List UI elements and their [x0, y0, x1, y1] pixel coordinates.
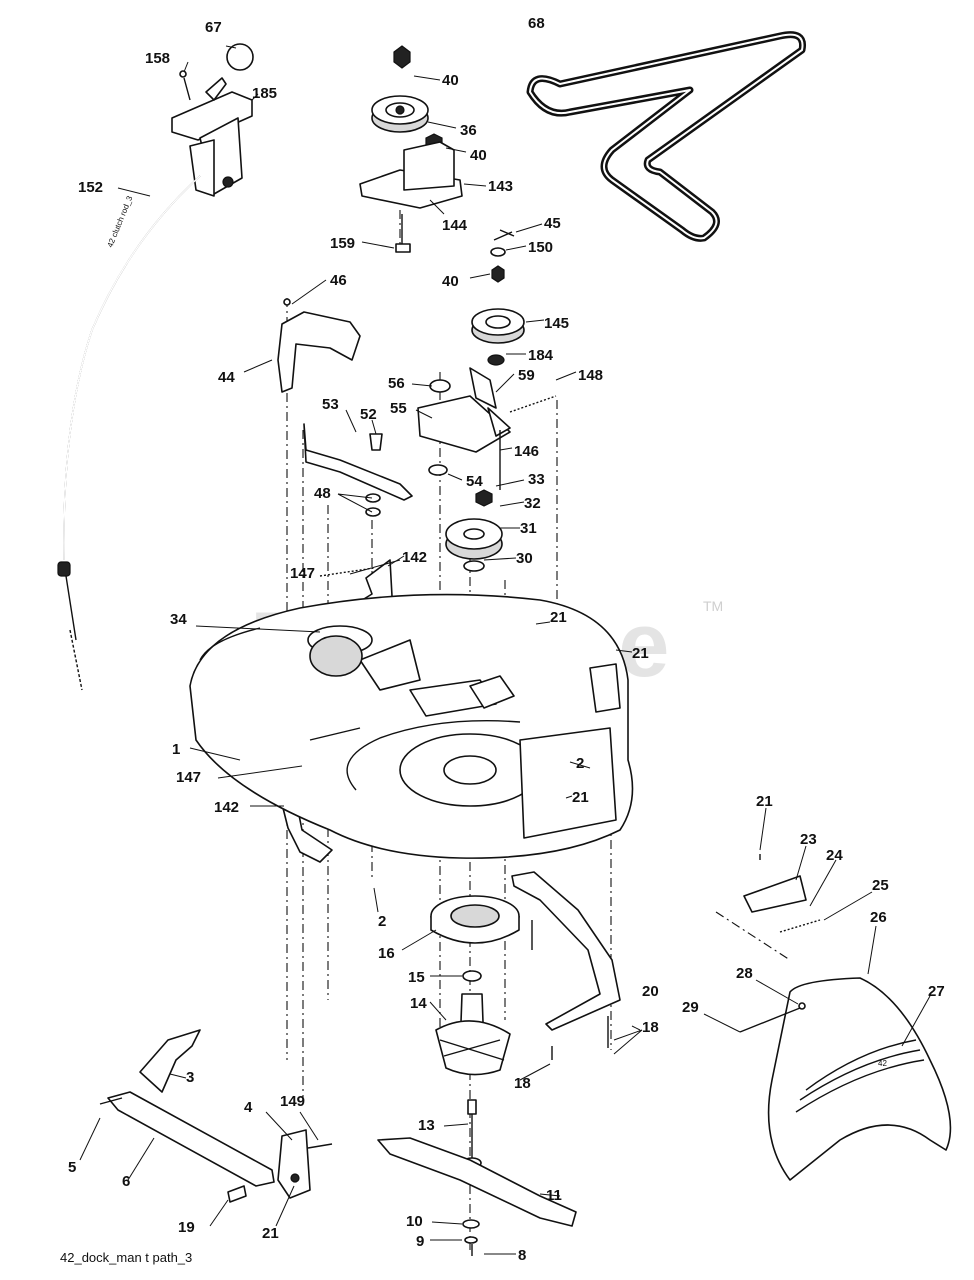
callout-3: 3: [186, 1069, 194, 1086]
callout-14: 14: [410, 995, 427, 1012]
callout-184: 184: [528, 347, 554, 364]
callout-24: 24: [826, 847, 843, 864]
discharge-chute-assembly: 42: [739, 854, 952, 1181]
deck-support-links: [99, 1029, 333, 1203]
callout-9: 9: [416, 1233, 424, 1250]
callout-4: 4: [244, 1099, 253, 1116]
diagram-caption: 42_dock_man t path_3: [60, 1250, 192, 1265]
clutch-lever-assembly: [171, 43, 254, 197]
callout-68: 68: [528, 15, 545, 32]
callout-25: 25: [872, 877, 889, 894]
callout-33: 33: [528, 471, 545, 488]
callout-56: 56: [388, 375, 405, 392]
blade: [377, 1137, 577, 1256]
callout-48: 48: [314, 485, 331, 502]
callout-27: 27: [928, 983, 945, 1000]
callout-55: 55: [390, 400, 407, 417]
callout-18b: 18: [642, 1019, 659, 1036]
watermark-trademark: TM: [703, 598, 723, 614]
callout-54: 54: [466, 473, 483, 490]
callout-158: 158: [145, 50, 170, 67]
callout-148: 148: [578, 367, 603, 384]
callout-142a: 142: [402, 549, 427, 566]
callout-8: 8: [518, 1247, 526, 1264]
callout-34: 34: [170, 611, 187, 628]
callout-5: 5: [68, 1159, 76, 1176]
callout-2b: 2: [378, 913, 386, 930]
callout-28: 28: [736, 965, 753, 982]
lower-idler-assembly: [417, 229, 525, 507]
callout-52: 52: [360, 406, 377, 423]
callout-143: 143: [488, 178, 513, 195]
callout-147a: 147: [290, 565, 315, 582]
callout-59: 59: [518, 367, 535, 384]
callout-15: 15: [408, 969, 425, 986]
callout-11: 11: [546, 1187, 562, 1204]
callout-21a: 21: [550, 609, 567, 626]
leader-lines: [79, 45, 931, 1255]
callout-31: 31: [520, 520, 537, 537]
callout-21c: 21: [572, 789, 589, 806]
callout-10: 10: [406, 1213, 423, 1230]
callout-40a: 40: [442, 72, 459, 89]
callout-146: 146: [514, 443, 539, 460]
callout-32: 32: [524, 495, 541, 512]
callout-29: 29: [682, 999, 699, 1016]
callout-142b: 142: [214, 799, 239, 816]
cable-print: 42 clutch rod_3: [106, 194, 135, 249]
callout-16: 16: [378, 945, 395, 962]
callout-144: 144: [442, 217, 468, 234]
callout-150: 150: [528, 239, 553, 256]
callout-21d: 21: [262, 1225, 279, 1242]
callout-19: 19: [178, 1219, 195, 1236]
callout-21e: 21: [756, 793, 773, 810]
callout-13: 13: [418, 1117, 435, 1134]
callout-40b: 40: [470, 147, 487, 164]
spring-148: [509, 395, 557, 413]
callout-149: 149: [280, 1093, 305, 1110]
callout-labels: 67 158 185 152 40 36 40 143 144 159 68 4…: [68, 15, 945, 1264]
idler-arm: [303, 423, 503, 572]
callout-6: 6: [122, 1173, 130, 1190]
callout-1: 1: [172, 741, 180, 758]
belt-guard: [277, 298, 361, 393]
spindle-assembly: [430, 895, 520, 1169]
callout-23: 23: [800, 831, 817, 848]
callout-26: 26: [870, 909, 887, 926]
callout-53: 53: [322, 396, 339, 413]
callout-185: 185: [252, 85, 277, 102]
front-hanger: [511, 871, 621, 1060]
callout-159: 159: [330, 235, 355, 252]
callout-152: 152: [78, 179, 103, 196]
callout-21b: 21: [632, 645, 649, 662]
callout-145: 145: [544, 315, 569, 332]
callout-20: 20: [642, 983, 659, 1000]
callout-147b: 147: [176, 769, 201, 786]
callout-18a: 18: [514, 1075, 531, 1092]
callout-45: 45: [544, 215, 561, 232]
upper-idler-assembly: [359, 45, 463, 253]
deflector-print: 42: [878, 1059, 887, 1068]
callout-30: 30: [516, 550, 533, 567]
callout-67: 67: [205, 19, 222, 36]
callout-40c: 40: [442, 273, 459, 290]
mower-deck: [189, 593, 634, 859]
knob: [226, 43, 254, 71]
callout-36: 36: [460, 122, 477, 139]
callout-46: 46: [330, 272, 347, 289]
callout-2a: 2: [576, 755, 584, 772]
callout-44: 44: [218, 369, 235, 386]
drive-belt: [526, 31, 807, 242]
